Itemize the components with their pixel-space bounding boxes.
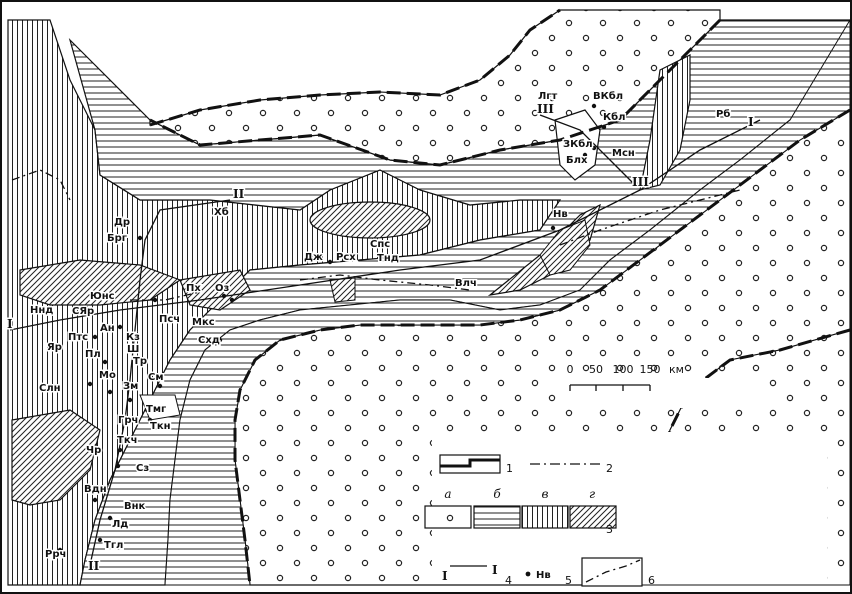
scale-tick-100: 100 (613, 363, 634, 376)
place-label: Тр (133, 356, 147, 367)
place-label: Юнс (90, 291, 115, 302)
place-label: Тмг (146, 404, 166, 415)
legend-item-6: 6 (581, 557, 655, 587)
place-label: Спс (370, 239, 390, 250)
place-label: Пх (186, 283, 201, 294)
legend-item-5: Нв 5 (525, 570, 572, 587)
place-label: Влч (455, 278, 477, 289)
place-label: Лгт (538, 91, 558, 102)
svg-text:5: 5 (565, 574, 572, 587)
legend-sub-g: г (589, 487, 595, 501)
place-label: См (148, 372, 164, 383)
place-label: Хб (214, 206, 229, 218)
place-label: Ткн (150, 421, 171, 432)
legend-item-4: I I 4 (442, 563, 512, 587)
place-label: II (88, 559, 100, 573)
place-label: Псч (159, 314, 180, 325)
legend-sub-b: б (493, 487, 501, 501)
scale-tick-0: 0 (567, 363, 574, 376)
zone-horizontal-inner (164, 18, 851, 586)
place-label: Рсх (336, 252, 356, 263)
lens-tmg (139, 394, 181, 421)
place-label: III (537, 102, 554, 116)
place-label: ЗКбл (563, 138, 593, 150)
place-label: I (7, 317, 13, 331)
svg-text:Нв: Нв (536, 570, 551, 581)
place-label: Схд (198, 335, 220, 346)
lens-east-vertical (639, 54, 691, 191)
place-label: Грч (118, 415, 138, 426)
place-label: Мо (99, 370, 116, 381)
place-label: Внк (124, 501, 146, 512)
svg-text:3: 3 (606, 523, 613, 536)
place-label: Брг (107, 233, 127, 244)
legend: 1 2 а б в г 3 I I 4 Нв 5 (424, 432, 827, 587)
place-label: Птс (68, 332, 88, 343)
scale-tick-50: 50 (589, 363, 603, 376)
place-label: Чр (86, 445, 101, 456)
legend-sub-a: а (444, 487, 451, 501)
place-label: Мсн (612, 148, 635, 159)
section-lines (9, 114, 761, 566)
place-label: СЯр (72, 306, 94, 317)
place-label: Др (114, 217, 130, 228)
place-label: Кз (126, 332, 140, 343)
legend-item-3: 3 (424, 505, 617, 536)
place-label: Рб (716, 108, 730, 120)
svg-text:1: 1 (506, 462, 513, 475)
point-markers (57, 103, 607, 553)
legend-item-1: 1 (439, 454, 513, 475)
place-label: Ш (127, 344, 139, 355)
place-label: ВКбл (593, 90, 623, 102)
place-label: Блх (566, 155, 588, 166)
scale-unit: км (669, 363, 684, 376)
lens-small-central (329, 277, 356, 303)
place-label: Дж (304, 252, 323, 263)
place-label: Оз (215, 283, 230, 294)
place-label: Пл (85, 349, 101, 360)
svg-text:I: I (442, 569, 448, 583)
legend-item-2: 2 (530, 462, 613, 475)
place-label: III (632, 175, 649, 189)
place-label: II (233, 187, 245, 201)
lens-kbl (554, 109, 601, 181)
legend-sub-v: в (542, 487, 549, 501)
svg-text:I: I (492, 563, 498, 577)
scale-bar: 0 50 100 150 км (562, 363, 767, 408)
place-label: I (748, 115, 754, 129)
place-label: Мкс (192, 317, 215, 328)
place-label: Слн (39, 383, 61, 394)
place-label: Тгл (104, 540, 123, 551)
scale-tick-150: 150 (640, 363, 661, 376)
place-label: Ррч (45, 549, 66, 560)
svg-text:2: 2 (606, 462, 613, 475)
place-label: Лд (112, 519, 128, 530)
place-label: Нв (553, 209, 568, 220)
place-label: Вдн (84, 484, 107, 495)
place-label: Сз (136, 463, 149, 474)
lens-southwest (11, 409, 101, 506)
place-label: Ннд (30, 305, 53, 316)
svg-text:6: 6 (648, 574, 655, 587)
place-label: Ан (100, 323, 115, 334)
place-label: Ткч (117, 435, 137, 446)
place-label: Зм (123, 381, 138, 392)
place-label: Кбл (603, 111, 625, 123)
lens-central (309, 201, 431, 239)
place-label: Тнд (377, 253, 399, 264)
svg-text:4: 4 (505, 574, 512, 587)
place-label: Яр (47, 342, 62, 353)
